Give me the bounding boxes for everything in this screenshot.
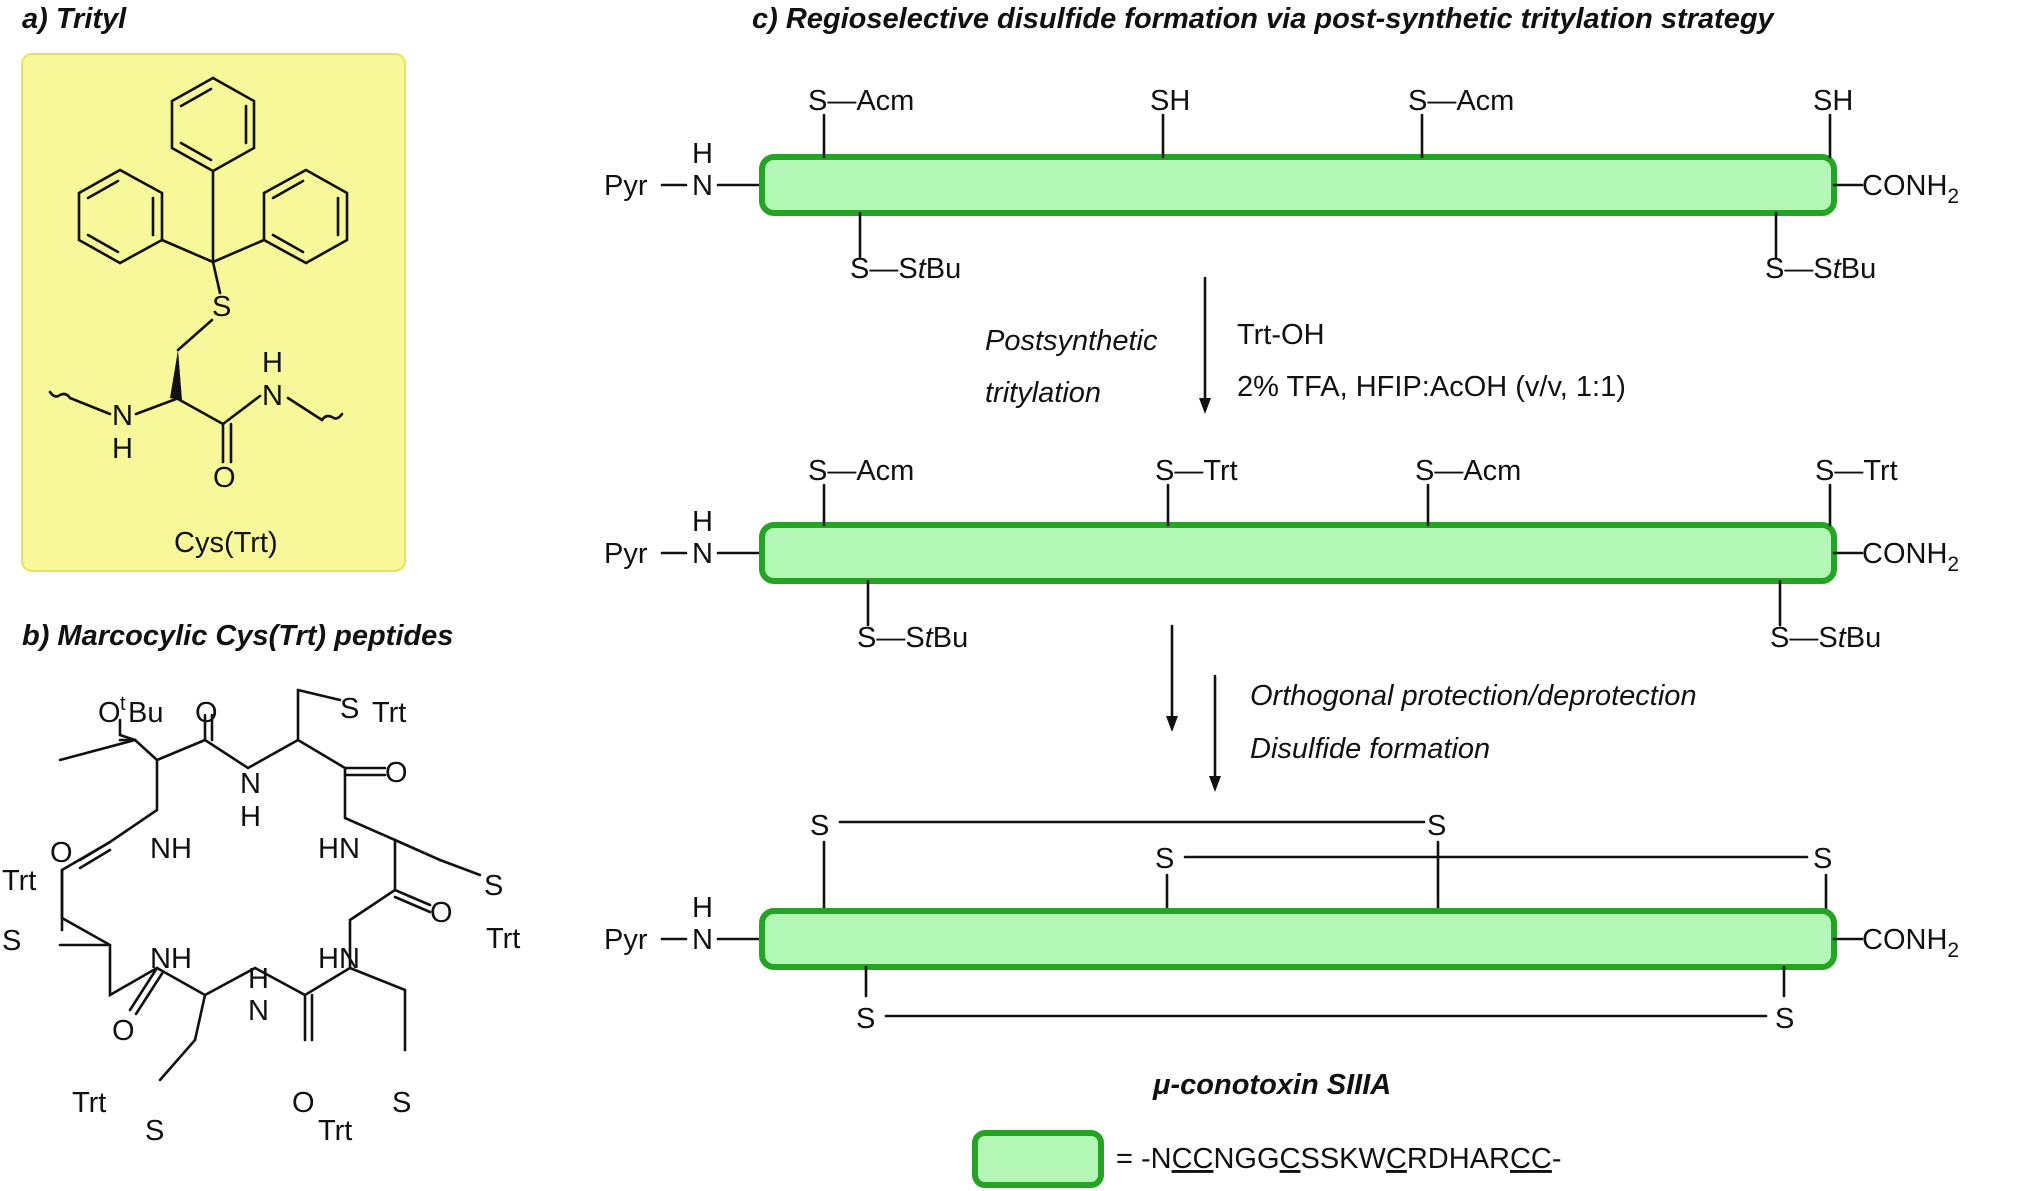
amide-h-right: H — [262, 347, 283, 379]
s-bottom-right: S — [392, 1087, 411, 1119]
s-label-3: S — [1155, 843, 1174, 875]
sidechain-1-5: S—StBu — [850, 253, 961, 285]
s-bottom-left: S — [145, 1115, 164, 1147]
sidechain-2-5: S—StBu — [857, 622, 968, 654]
hn-right-lower: HN — [318, 943, 360, 975]
wavy-bond-left — [48, 390, 72, 400]
step-1-left-line1: Postsynthetic — [985, 325, 1158, 357]
h-atom-2: H — [692, 506, 713, 538]
panel-c: c) Regioselective disulfide formation vi… — [604, 3, 1959, 1188]
h-atom-1: H — [692, 138, 713, 170]
hn-right-upper: HN — [318, 833, 360, 865]
s-top-right: S — [340, 693, 359, 725]
alpha-carbon-wedge — [170, 350, 182, 400]
sidechain-2-1: S—Acm — [808, 455, 914, 487]
otbu-t: t — [120, 693, 126, 715]
panel-a-title: a) Trityl — [22, 3, 127, 35]
nh-bottom-h: H — [248, 963, 269, 995]
s-label-5: S — [856, 1003, 875, 1035]
sidechain-1-2: SH — [1150, 85, 1190, 117]
sulfur-atom-label: S — [212, 291, 231, 323]
product-name: μ-conotoxin SIIIA — [1152, 1069, 1391, 1101]
amide-n-right: N — [262, 380, 283, 412]
peptide-bar-1 — [759, 154, 1837, 216]
peptide-bar-2 — [759, 522, 1837, 584]
step-2: Orthogonal protection/deprotection Disul… — [1166, 624, 1697, 792]
legend-bar — [972, 1130, 1104, 1188]
step-1-right-line1: Trt-OH — [1237, 319, 1325, 351]
n-atom-3: N — [692, 924, 713, 956]
panel-b: b) Marcocylic Cys(Trt) peptides — [2, 620, 520, 1147]
sequence-text: = -NCCNGGCSSKWCRDHARCC- — [1116, 1143, 1562, 1175]
c-term-1: CONH2 — [1862, 170, 1959, 208]
sequence-legend: = -NCCNGGCSSKWCRDHARCC- — [972, 1130, 1562, 1188]
s-label-6: S — [1775, 1003, 1794, 1035]
panel-b-title: b) Marcocylic Cys(Trt) peptides — [22, 620, 453, 652]
sidechain-1-4: SH — [1813, 85, 1853, 117]
phenyl-ring-right — [262, 168, 349, 265]
s-label-1: S — [810, 810, 829, 842]
nh-left-lower: NH — [150, 943, 192, 975]
o-right: O — [430, 897, 453, 929]
trt-bottom-right: Trt — [318, 1115, 352, 1147]
step-1-left-line2: tritylation — [985, 377, 1101, 409]
s-label-4: S — [1813, 843, 1832, 875]
nh-left-upper: NH — [150, 833, 192, 865]
s-right: S — [484, 870, 503, 902]
peptide-row-2: Pyr N H CONH2 S—Acm S—Trt S—Acm S—Trt S—… — [604, 455, 1959, 654]
o-top: O — [195, 697, 218, 729]
phenyl-ring-left — [77, 168, 164, 265]
h-atom-3: H — [692, 892, 713, 924]
n-term-pyr-2: Pyr — [604, 538, 648, 570]
c-term-2: CONH2 — [1862, 538, 1959, 576]
o-left: O — [50, 837, 73, 869]
amide-n-left: N — [112, 400, 133, 432]
s-label-2: S — [1427, 810, 1446, 842]
sidechain-2-4: S—Trt — [1815, 455, 1898, 487]
trt-left: Trt — [2, 865, 36, 897]
panel-c-title: c) Regioselective disulfide formation vi… — [752, 3, 1776, 35]
amide-h-left: H — [112, 433, 133, 465]
n-term-pyr-1: Pyr — [604, 170, 648, 202]
wavy-bond-right — [320, 412, 344, 422]
nh-bottom-n: N — [248, 995, 269, 1027]
trt-top-right: Trt — [372, 697, 406, 729]
sidechain-2-6: S—StBu — [1770, 622, 1881, 654]
sidechain-2-3: S—Acm — [1415, 455, 1521, 487]
o-bottom-left: O — [112, 1015, 135, 1047]
s-left: S — [2, 925, 21, 957]
panel-a: a) Trityl S — [21, 3, 406, 572]
trt-bottom-left: Trt — [72, 1087, 106, 1119]
step-1: Postsynthetic tritylation Trt-OH 2% TFA,… — [985, 276, 1626, 414]
macrocycle-structure — [58, 688, 482, 1082]
n-atom-2: N — [692, 538, 713, 570]
step-2-line2: Disulfide formation — [1250, 733, 1490, 765]
sidechain-2-2: S—Trt — [1155, 455, 1238, 487]
step-1-right-line2: 2% TFA, HFIP:AcOH (v/v, 1:1) — [1237, 371, 1626, 403]
o-bottom-right: O — [292, 1087, 315, 1119]
trt-right: Trt — [486, 923, 520, 955]
sidechain-1-1: S—Acm — [808, 85, 914, 117]
cys-trt-structure: S N H O N H — [48, 76, 349, 494]
n-atom-1: N — [692, 170, 713, 202]
otbu-bu: Bu — [128, 697, 163, 729]
trityl-highlight-box — [21, 53, 406, 572]
step-2-line1: Orthogonal protection/deprotection — [1250, 680, 1697, 712]
sidechain-1-3: S—Acm — [1408, 85, 1514, 117]
peptide-bar-3 — [759, 908, 1837, 970]
peptide-row-1: Pyr N H CONH2 S—Acm SH S—Acm SH S—StBu S… — [604, 85, 1959, 285]
sidechain-1-6: S—StBu — [1765, 253, 1876, 285]
c-term-3: CONH2 — [1862, 924, 1959, 962]
o-right-top: O — [385, 757, 408, 789]
peptide-row-3: S S S S Pyr N H CONH2 S S — [604, 810, 1959, 1035]
otbu-o: O — [98, 697, 121, 729]
carbonyl-oxygen: O — [213, 462, 236, 494]
nh-top-h: H — [240, 801, 261, 833]
n-term-pyr-3: Pyr — [604, 924, 648, 956]
cys-trt-label: Cys(Trt) — [174, 527, 278, 559]
nh-top-n: N — [240, 768, 261, 800]
